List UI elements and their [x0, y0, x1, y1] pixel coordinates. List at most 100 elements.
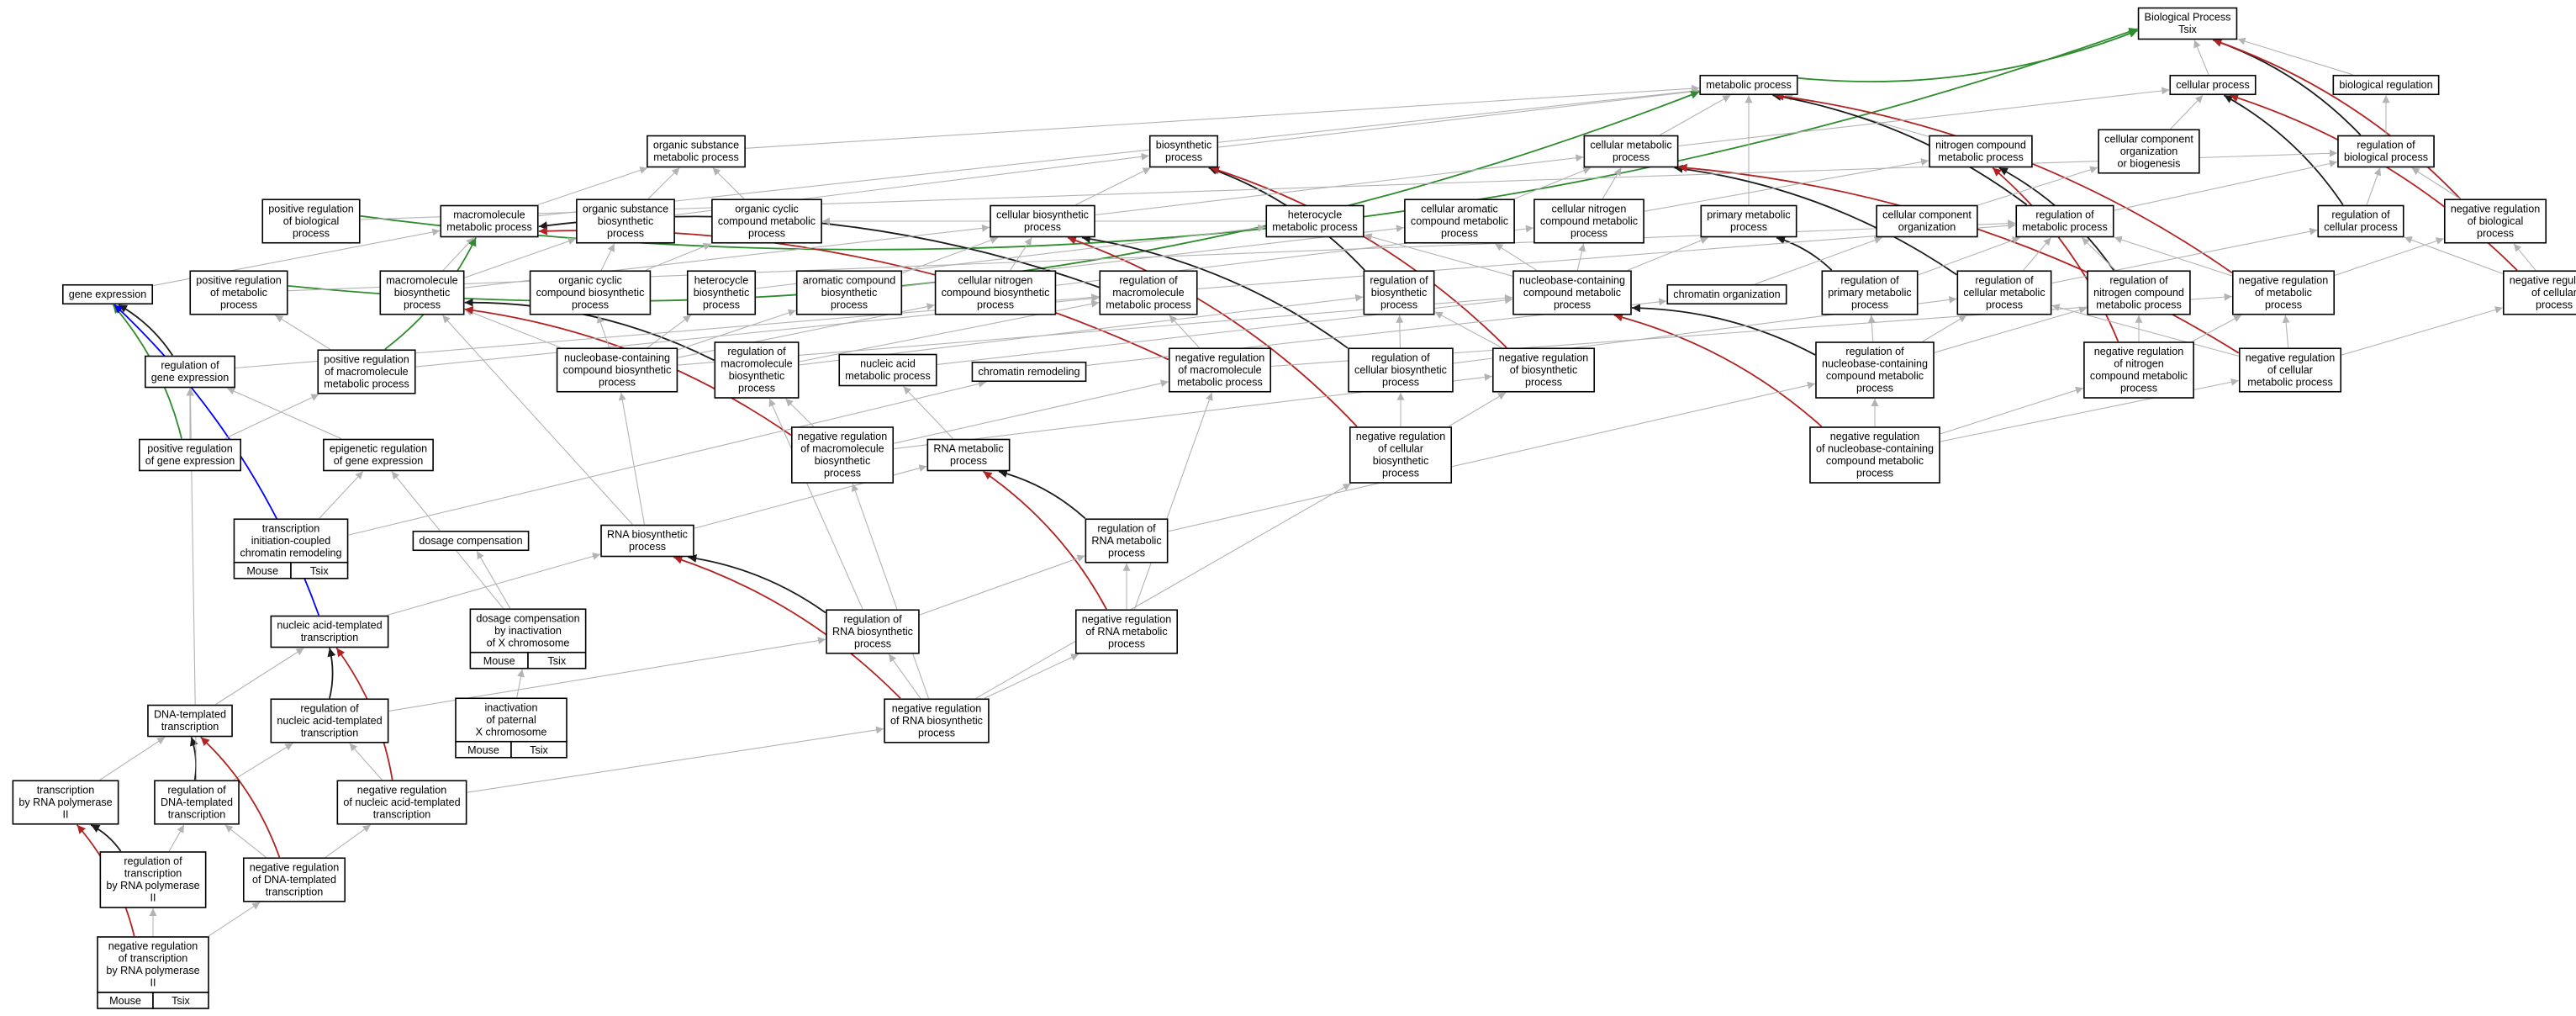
go-term-node-cellular[interactable]: cellular process [2169, 74, 2257, 96]
node-label-line: regulation of [167, 784, 226, 796]
node-label-line: of macromolecule [800, 443, 884, 455]
node-label-line: process [1108, 638, 1145, 649]
node-label-line: of gene expression [145, 455, 235, 467]
node-label-line: DNA-templated [154, 709, 226, 721]
go-term-node-chrom-org[interactable]: chromatin organization [1666, 283, 1787, 305]
edge-gray [348, 380, 987, 536]
annotation-cell [527, 651, 587, 669]
node-label-line: primary metabolic [1707, 209, 1790, 221]
go-term-node-gene-expr[interactable]: gene expression [61, 283, 154, 305]
go-term-node-chrom-remod[interactable]: chromatin remodeling [971, 361, 1087, 383]
go-term-node-trans-chrom[interactable]: transcriptioninitiation-coupledchromatin… [233, 518, 349, 579]
edge-gray [2023, 237, 2051, 271]
node-label-line: compound biosynthetic [942, 287, 1050, 299]
node-box [2015, 204, 2114, 238]
node-label-line: regulation of [1119, 274, 1178, 286]
go-term-node-reg-macro-bio[interactable]: regulation ofmacromoleculebiosyntheticpr… [714, 341, 800, 399]
edge-gray [1218, 87, 1700, 148]
node-label-line: of metabolic [2255, 287, 2312, 299]
node-box [379, 270, 465, 315]
edge-gray [1627, 236, 1709, 271]
node-box [97, 936, 209, 993]
node-box [926, 438, 1011, 472]
go-term-node-bioreg[interactable]: biological regulation [2332, 74, 2440, 96]
node-label-line: compound metabolic [2090, 370, 2188, 382]
go-term-node-metabolic[interactable]: metabolic process [1699, 74, 1798, 96]
node-label-line: negative regulation [1082, 613, 1171, 625]
node-label-line: process [748, 227, 785, 239]
node-label-line: biosynthetic [1373, 455, 1429, 467]
edge-gray [902, 236, 999, 274]
node-label-line: compound biosynthetic [563, 364, 672, 376]
edge-gray [2051, 227, 2318, 284]
go-term-node-dosage[interactable]: dosage compensation [412, 530, 530, 552]
go-term-node-reg-nuc-metab[interactable]: regulation ofnucleobase-containingcompou… [1815, 341, 1935, 399]
